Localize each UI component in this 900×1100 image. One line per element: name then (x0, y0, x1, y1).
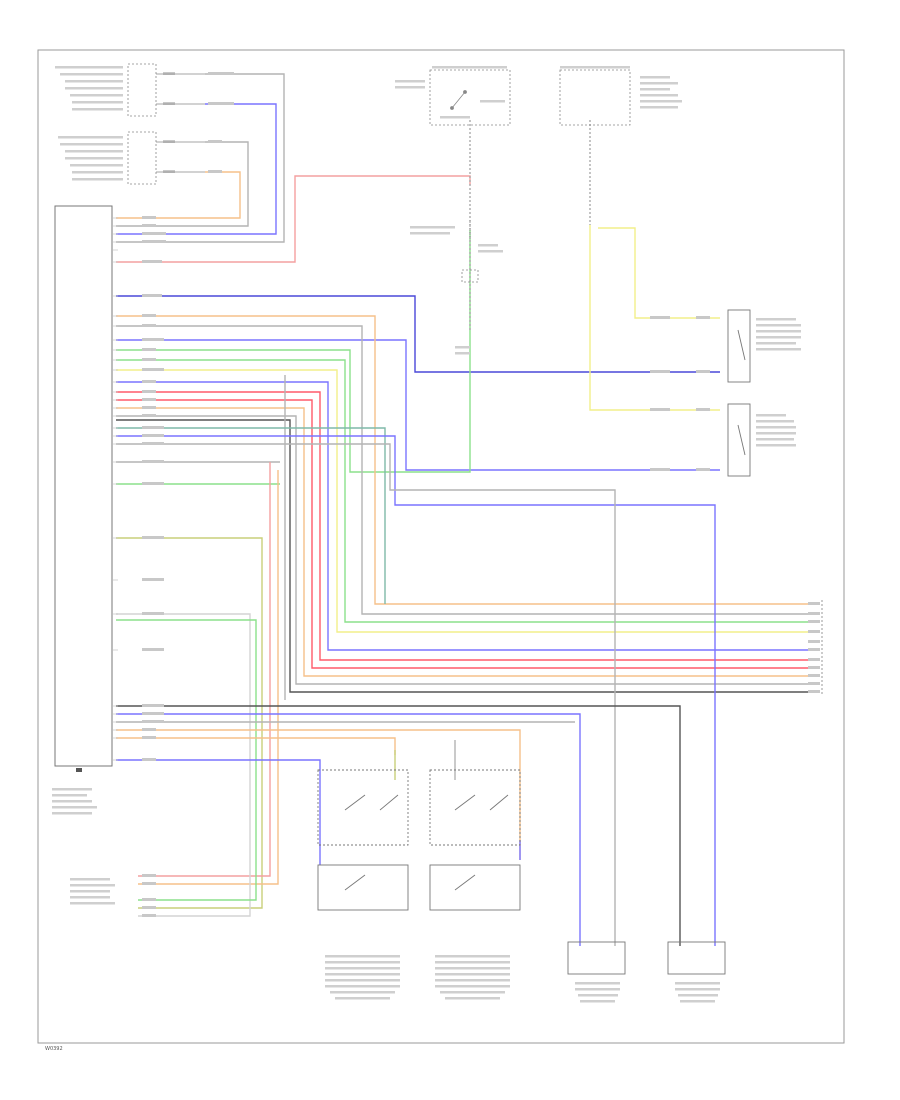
seat-control-module (54, 205, 113, 767)
diagram-code: W0392 (45, 1046, 63, 1052)
wire-label-marks (142, 72, 820, 917)
diagram-frame (37, 49, 845, 1044)
wire-blue-lumbar (116, 435, 716, 946)
wire-blue-low (116, 713, 581, 946)
ignition-switch (429, 69, 511, 283)
wire-pink-bundle1 (116, 391, 820, 661)
fuse-block (559, 69, 631, 126)
wire-yellow-right1 (589, 225, 720, 411)
wire-blue-top1 (116, 103, 277, 235)
ignition-label-marks (395, 66, 507, 355)
module-pin-ticks (112, 217, 118, 761)
wire-grey-bundle2 (116, 415, 820, 685)
right-switch-label-marks (756, 318, 801, 447)
wire-grey-long (116, 613, 251, 917)
wire-orange-bundle (116, 315, 820, 605)
fuse-label-marks (560, 66, 682, 109)
bottom-seat-modules (317, 769, 726, 975)
wires (116, 73, 820, 946)
wire-teal-1 (116, 427, 386, 604)
wire-orange-top (116, 171, 241, 219)
wire-blue-mid1 (116, 295, 720, 373)
wire-olive-long (116, 537, 263, 909)
wire-green-bundle (116, 359, 820, 623)
wire-pink-bundle2 (116, 399, 820, 669)
wire-grey-top2 (116, 73, 285, 243)
module-ground-tab (76, 768, 82, 772)
top-left-switches (127, 63, 205, 185)
wire-black-low (116, 705, 681, 946)
wire-black-bundle (116, 419, 820, 693)
wire-grey-top (116, 141, 249, 227)
bottom-label-marks (52, 788, 720, 1003)
wire-yellow-bundle (116, 369, 820, 633)
wire-blue-bundle (116, 381, 820, 651)
wire-yellow-right2 (598, 227, 720, 319)
wire-grey-lumbar (116, 443, 616, 946)
wire-red-long (138, 462, 271, 877)
top-left-label-marks (55, 66, 123, 181)
wire-blue-low2 (116, 759, 321, 865)
wire-pink-low (116, 737, 396, 755)
wire-blue-mid2 (116, 339, 720, 471)
right-seat-switches (727, 309, 751, 477)
wire-orange-bundle2 (116, 407, 820, 677)
wire-grey-bundle (116, 325, 820, 615)
wire-red-top (116, 175, 471, 263)
wire-green-ground (116, 230, 471, 473)
wire-orange-long (138, 470, 279, 885)
